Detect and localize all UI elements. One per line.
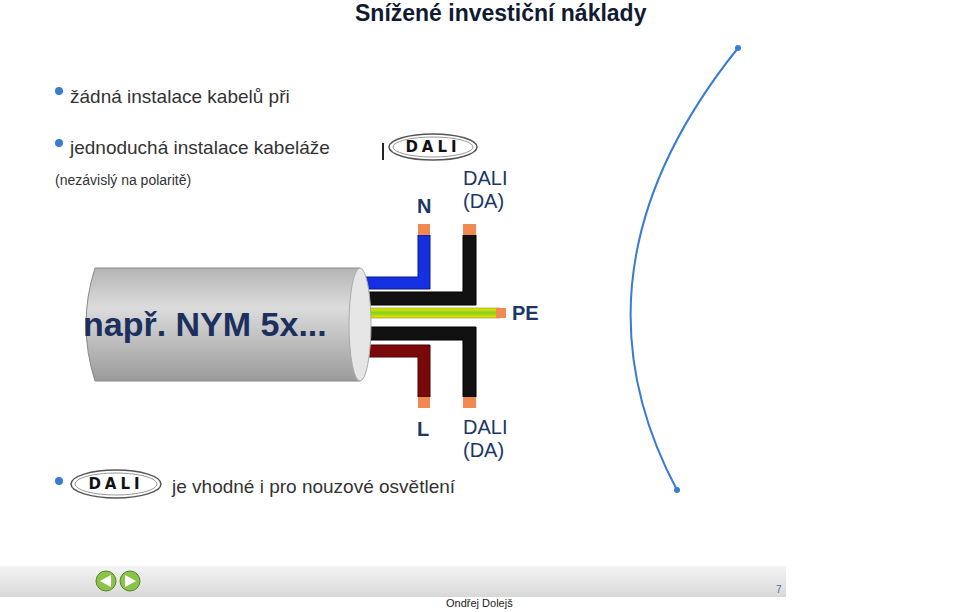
slide-title: Snížené investiční náklady <box>355 0 646 26</box>
wire-pe <box>360 308 506 318</box>
bullet-text: žádná instalace kabelů při <box>70 86 290 108</box>
wire-dali-bottom <box>360 327 476 408</box>
bullet <box>55 477 63 485</box>
separator-mark <box>382 143 384 160</box>
bullet <box>55 139 63 147</box>
wire-label: DALI (DA) <box>463 416 523 462</box>
wire-l <box>360 345 430 408</box>
bullet-text: jednoduchá instalace kabeláže <box>70 137 330 159</box>
wire-label: PE <box>512 302 539 325</box>
decorative-arc <box>631 45 741 493</box>
dali-logo: DALI <box>70 469 162 499</box>
footer-bar <box>0 566 786 597</box>
cable-type: např. NYM 5x... <box>83 305 372 344</box>
logo-text: DALI <box>88 475 143 493</box>
bullet-text: je vhodné i pro nouzové osvětlení <box>172 476 455 498</box>
bullet <box>55 87 63 95</box>
nav-arrows <box>96 571 140 591</box>
cable-body: např. NYM 5x... <box>75 267 372 382</box>
author-name: Ondřej Dolejš <box>446 597 513 610</box>
wire-label: N <box>417 195 431 218</box>
wire-n <box>360 224 430 289</box>
logo-text: DALI <box>405 138 460 156</box>
wire-label: DALI (DA) <box>463 167 523 213</box>
wire-dali-top <box>360 224 476 305</box>
wire-label: L <box>417 418 429 441</box>
dali-logo: DALI <box>388 133 478 161</box>
page-number: 7 <box>776 584 782 596</box>
note-text: (nezávislý na polaritě) <box>55 172 191 188</box>
